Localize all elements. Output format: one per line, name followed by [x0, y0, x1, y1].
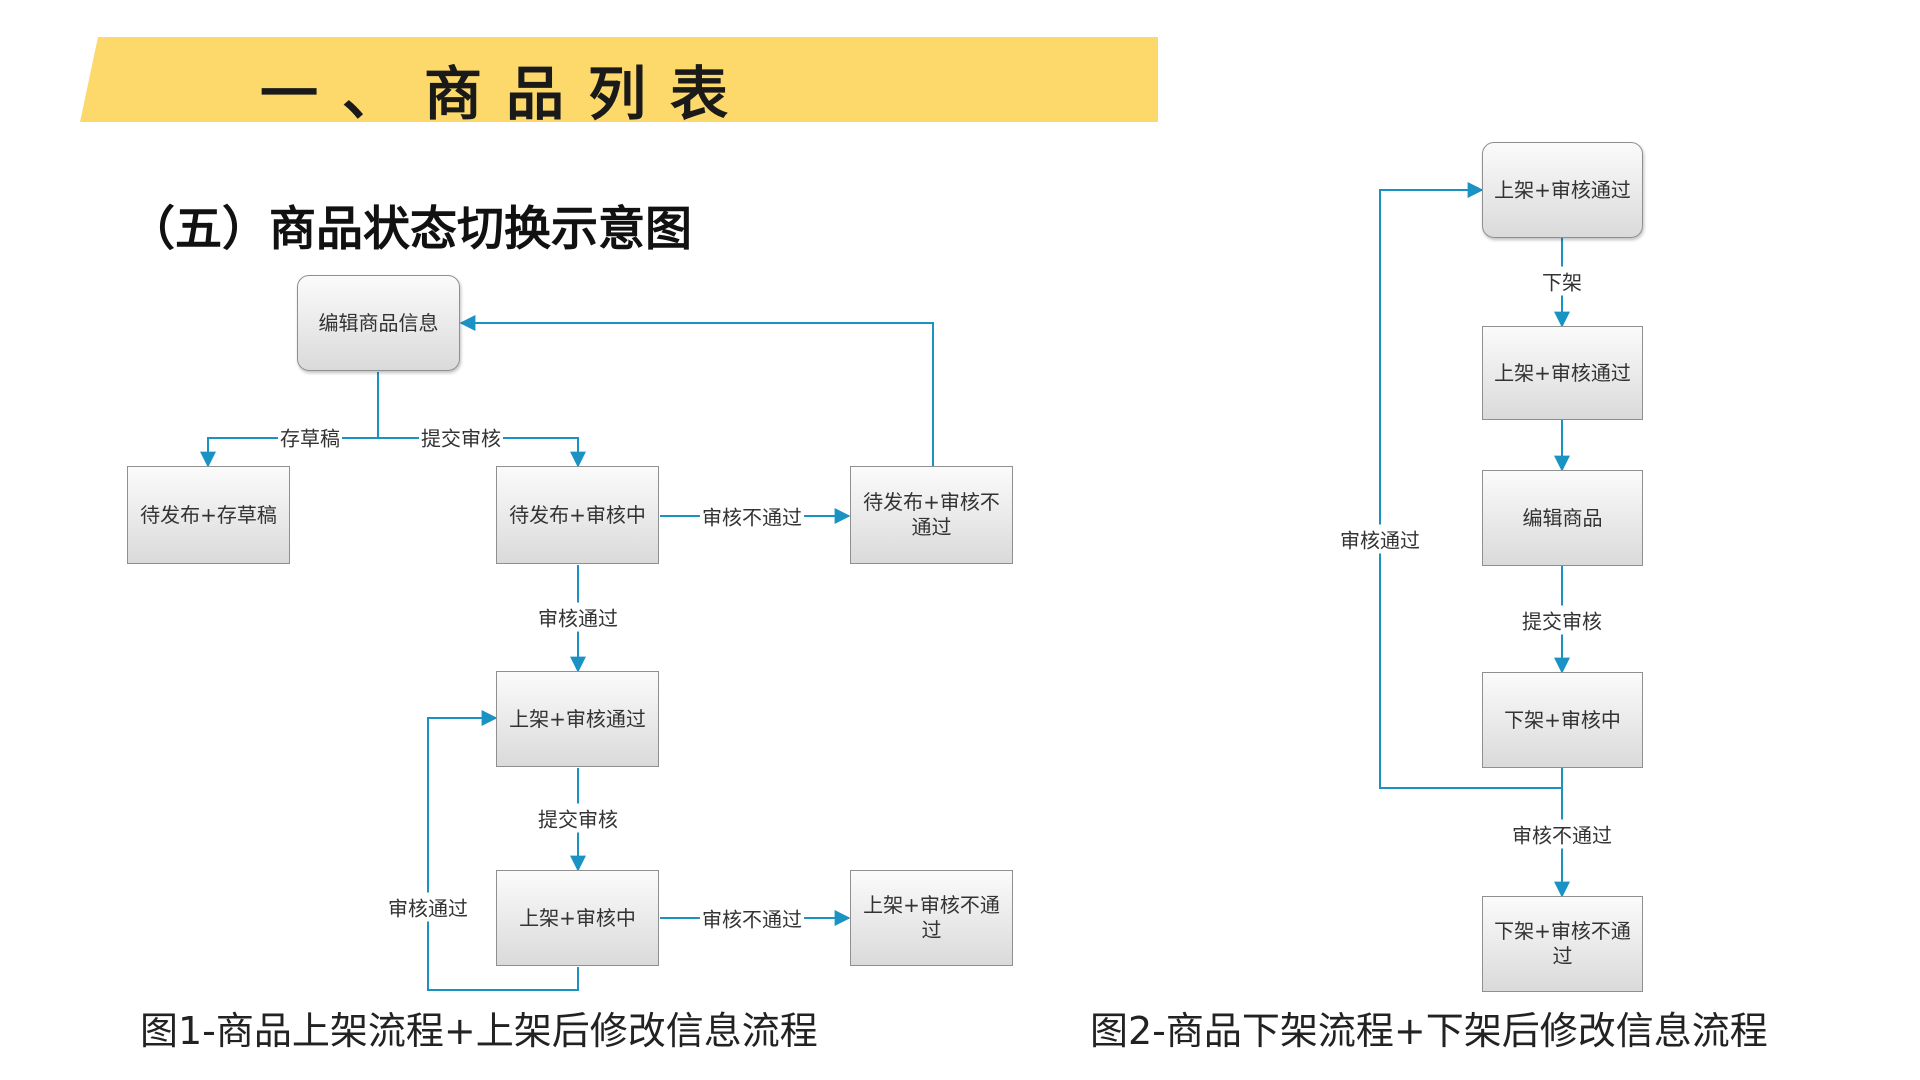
edge-label-f2-reject: 审核不通过: [1510, 819, 1614, 849]
node-f2-listed-mid: 上架+审核通过: [1482, 326, 1643, 420]
edge-label-reject-2: 审核不通过: [700, 903, 804, 933]
edge-approve-f2: [1379, 182, 1563, 789]
header-banner: 一、商品列表: [80, 37, 1158, 128]
edge-label-f2-submit: 提交审核: [1520, 605, 1604, 635]
edge-label-f2-approve: 审核通过: [1338, 524, 1422, 554]
node-f2-delist-reject: 下架+审核不通过: [1482, 896, 1643, 992]
node-draft: 待发布+存草稿: [127, 466, 290, 564]
node-listed-approved: 上架+审核通过: [496, 671, 659, 767]
banner-background: [80, 37, 1158, 122]
node-f2-delist-review: 下架+审核中: [1482, 672, 1643, 768]
edge-label-approve-1: 审核通过: [536, 602, 620, 632]
node-listed-reject: 上架+审核不通过: [850, 870, 1013, 966]
page-title: 一、商品列表: [260, 60, 753, 128]
edge-label-submit: 提交审核: [419, 422, 503, 452]
section-title: （五）商品状态切换示意图: [128, 202, 692, 257]
node-edit-goods-info: 编辑商品信息: [297, 275, 460, 371]
figure1-caption: 图1-商品上架流程+上架后修改信息流程: [140, 1009, 818, 1053]
node-pending-review: 待发布+审核中: [496, 466, 659, 564]
edge-label-reject-1: 审核不通过: [700, 501, 804, 531]
node-f2-listed-top: 上架+审核通过: [1482, 142, 1643, 238]
edge-label-approve-2: 审核通过: [386, 892, 470, 922]
node-listed-review: 上架+审核中: [496, 870, 659, 966]
node-pending-reject: 待发布+审核不通过: [850, 466, 1013, 564]
edge-approve-2: [427, 710, 579, 991]
edge-label-delist: 下架: [1540, 266, 1584, 296]
edge-back-to-edit: [459, 315, 934, 466]
edge-label-submit-2: 提交审核: [536, 803, 620, 833]
node-f2-edit-goods: 编辑商品: [1482, 470, 1643, 566]
edge-label-save-draft: 存草稿: [278, 422, 342, 452]
figure2-caption: 图2-商品下架流程+下架后修改信息流程: [1090, 1009, 1768, 1053]
